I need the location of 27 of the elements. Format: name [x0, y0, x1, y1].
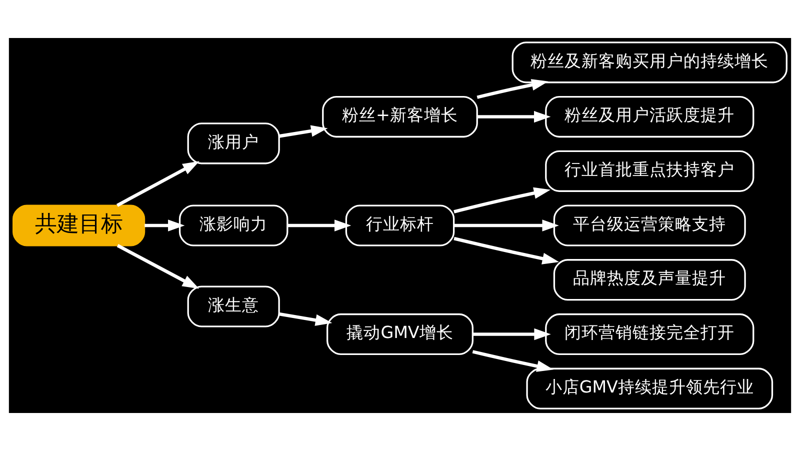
node-box: 粉丝及用户活跃度提升: [545, 95, 754, 138]
arrow: [454, 219, 559, 231]
arrow: [278, 124, 328, 138]
node-box: 涨影响力: [178, 204, 288, 246]
arrow: [144, 219, 185, 231]
arrow: [116, 160, 200, 206]
arrow: [454, 236, 560, 264]
arrow: [472, 350, 554, 372]
node-box: 涨用户: [187, 122, 280, 164]
arrow: [476, 78, 548, 98]
node-box: 小店GMV持续提升领先行业: [526, 367, 774, 409]
node-box: 品牌热度及声量提升: [553, 258, 746, 300]
arrow: [288, 219, 352, 231]
node-box: 闭环营销链接完全打开: [545, 312, 754, 355]
arrow: [477, 110, 551, 122]
node-box: 行业首批重点扶持客户: [545, 150, 754, 192]
arrow: [278, 312, 332, 326]
arrow: [116, 244, 200, 288]
node-box: 共建目标: [12, 204, 146, 246]
arrow: [472, 328, 551, 340]
node-box: 涨生意: [187, 285, 280, 327]
arrow: [454, 186, 551, 213]
node-box: 撬动GMV增长: [326, 312, 474, 355]
node-box: 粉丝+新客增长: [322, 95, 478, 138]
node-box: 平台级运营策略支持: [553, 204, 746, 246]
node-box: 行业标杆: [345, 204, 455, 246]
node-box: 粉丝及新客购买用户的持续增长: [512, 41, 788, 83]
